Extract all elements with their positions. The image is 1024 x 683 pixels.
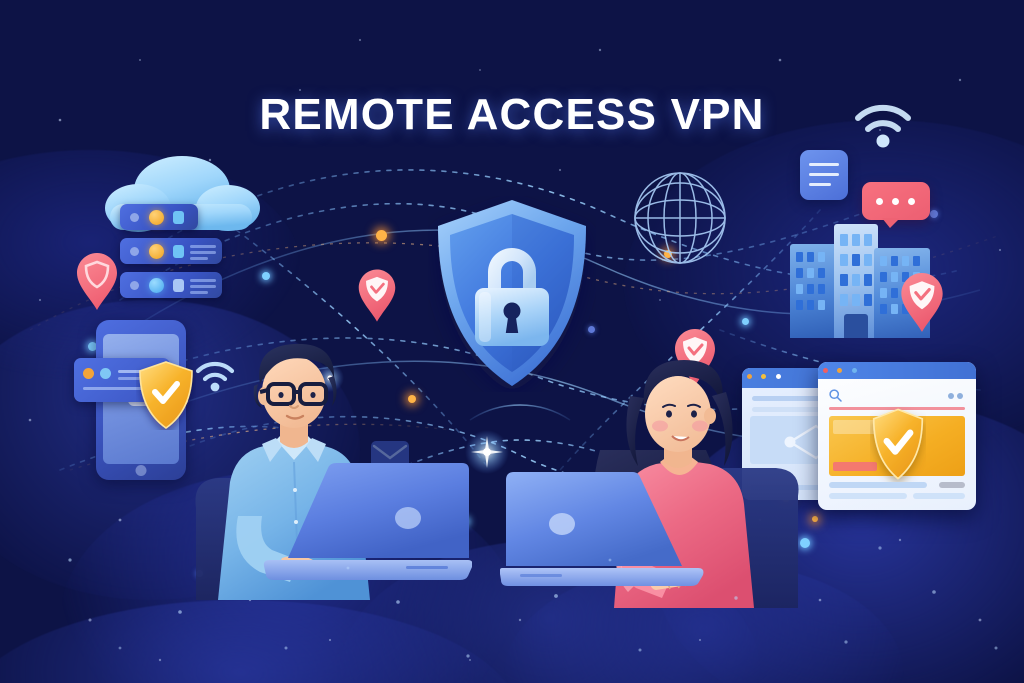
network-node-dot	[800, 538, 810, 548]
document-lines-icon	[800, 150, 848, 200]
page-title: REMOTE ACCESS VPN	[259, 90, 765, 139]
network-node-dot	[588, 326, 595, 333]
laptop-man	[263, 463, 472, 580]
shield-lock-icon	[428, 196, 596, 392]
browser-titlebar	[818, 362, 976, 379]
browser-window-front[interactable]	[818, 362, 976, 510]
network-node-dot	[88, 342, 97, 351]
network-node-dot	[664, 250, 672, 258]
shield-check-icon	[139, 361, 193, 429]
shield-check-icon	[872, 408, 924, 480]
person-man-at-laptop	[195, 343, 370, 600]
envelope-icon	[371, 441, 409, 469]
server-rack	[120, 272, 222, 298]
network-node-dot	[742, 318, 749, 325]
progress-bar	[829, 407, 965, 410]
wifi-icon	[855, 104, 911, 148]
network-node-dot	[930, 210, 938, 218]
menu-dots-icon[interactable]	[947, 392, 965, 400]
network-node-dot	[262, 272, 270, 280]
map-pin-shield-check-icon	[358, 269, 396, 322]
wifi-icon	[195, 361, 235, 392]
phone-home-button	[135, 465, 147, 476]
map-pin-shield-check-icon	[675, 329, 715, 386]
search-icon[interactable]	[829, 389, 842, 402]
network-node-dot	[812, 516, 818, 522]
network-node-dot	[376, 230, 387, 241]
cloud-servers-group	[96, 148, 266, 318]
map-pin-shield-check-icon	[901, 273, 943, 332]
map-pin-shield-icon	[77, 253, 117, 310]
server-rack	[120, 238, 222, 264]
chat-bubble-icon	[862, 182, 930, 228]
globe-wireframe-icon	[634, 172, 726, 264]
server-rack	[120, 204, 198, 230]
network-node-dot	[408, 395, 416, 403]
laptop-woman	[500, 472, 704, 586]
